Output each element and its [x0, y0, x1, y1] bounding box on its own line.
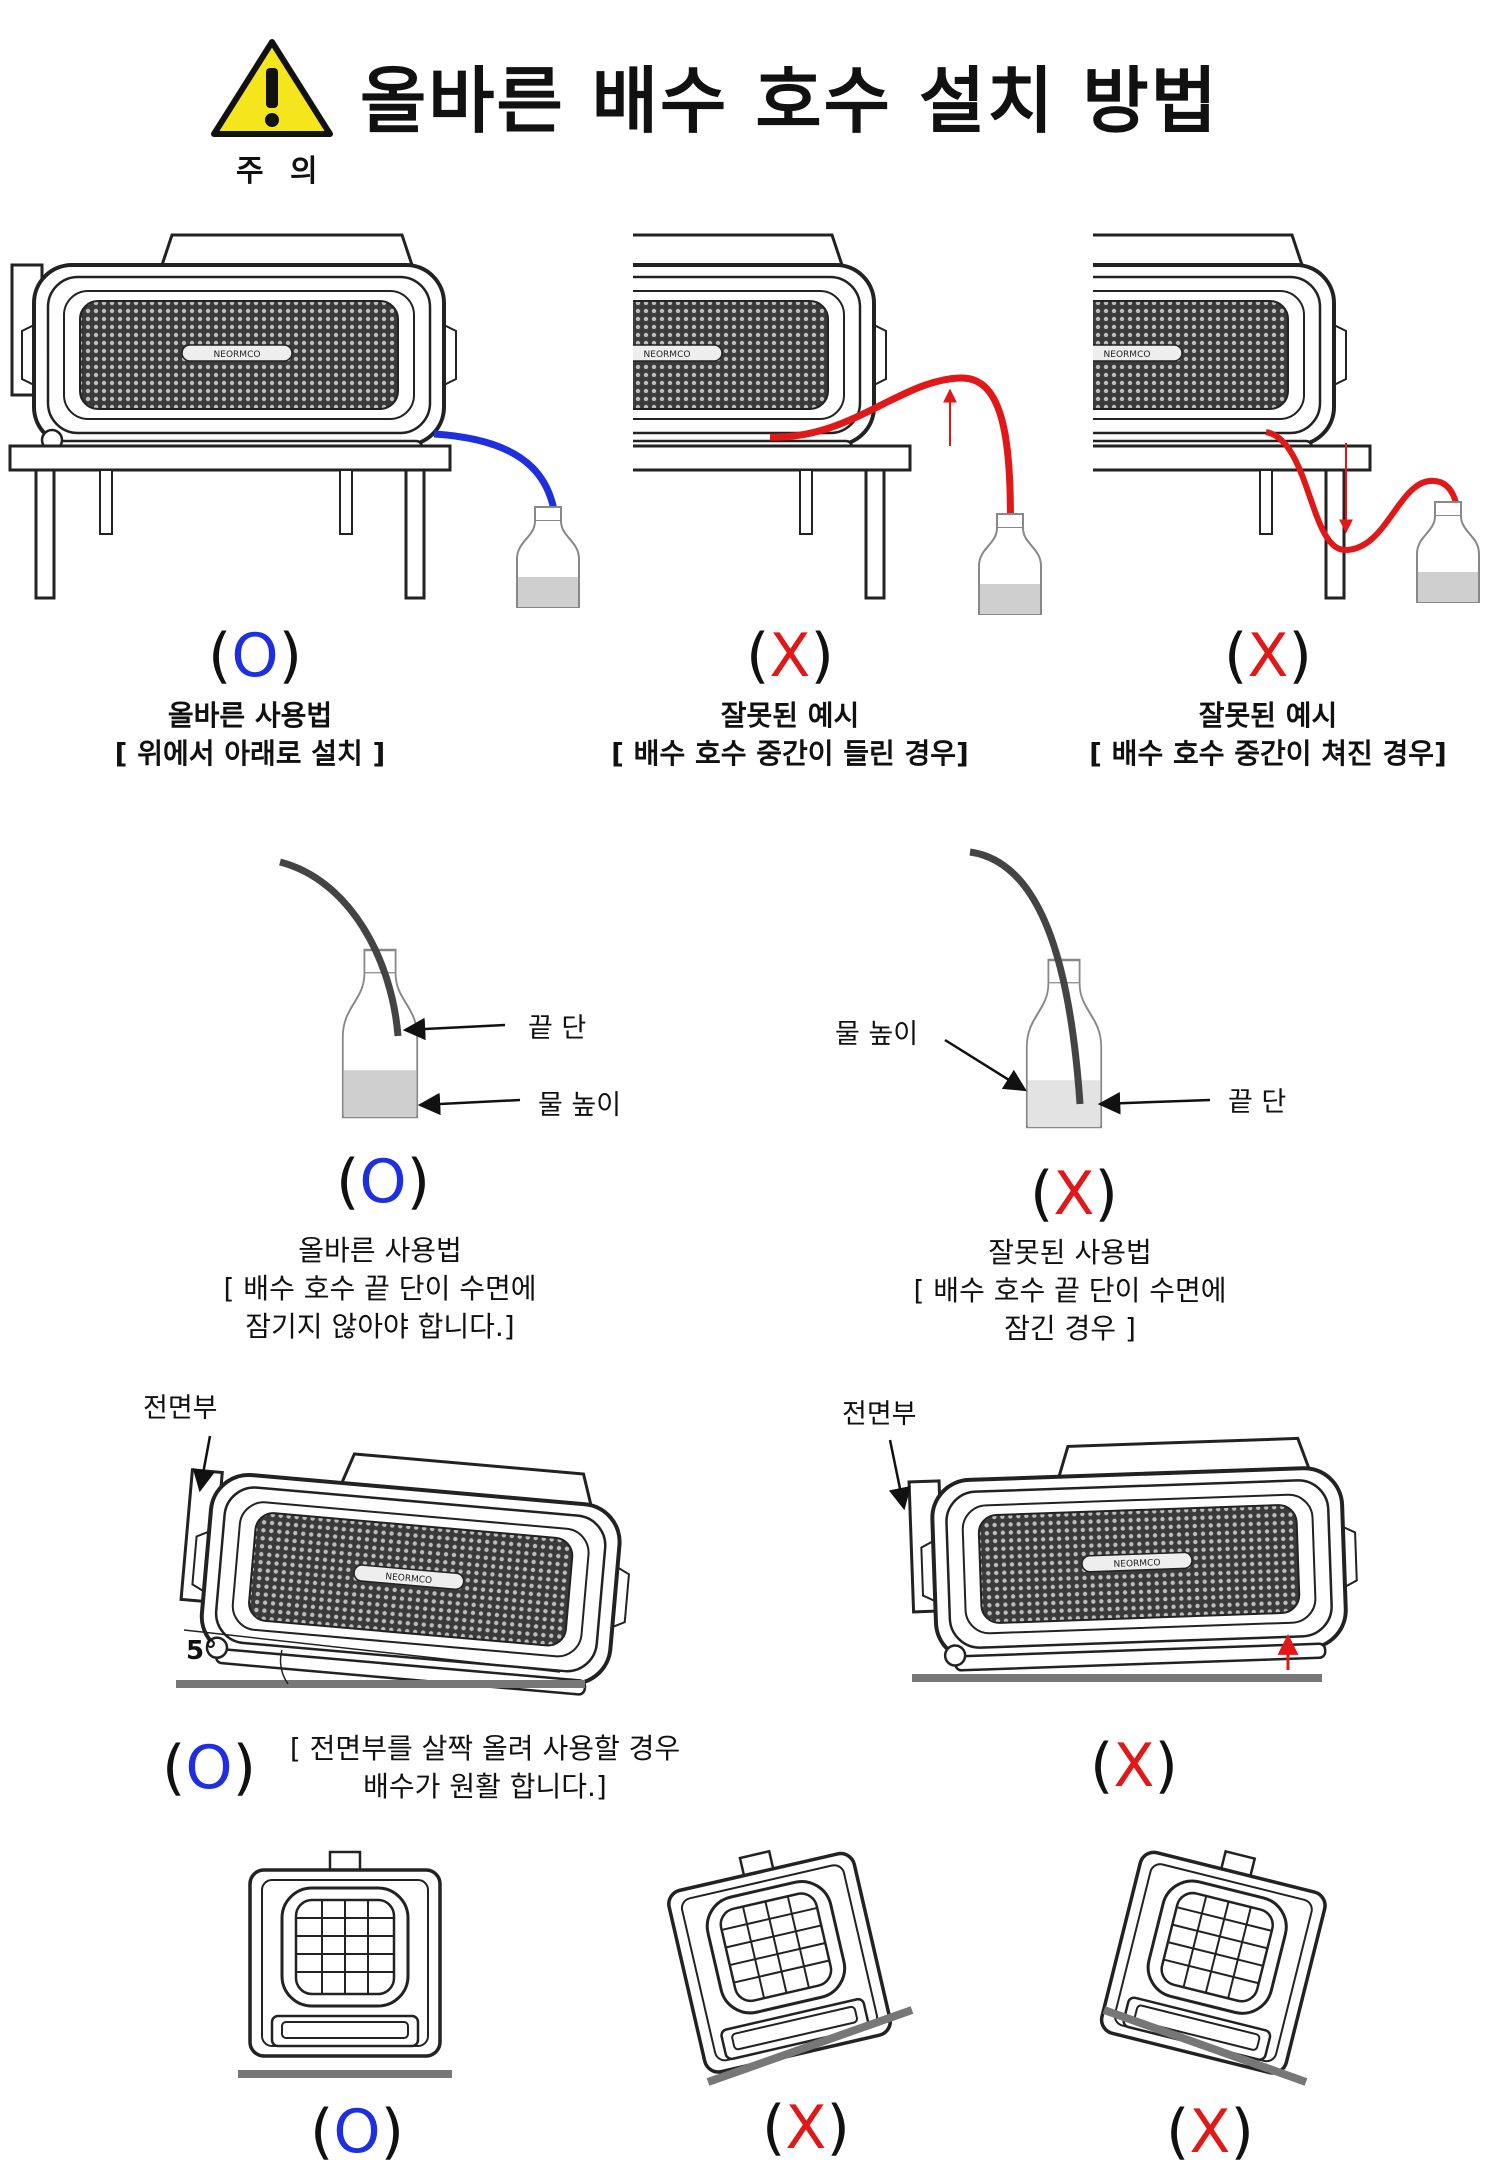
unit-flat-wrong	[888, 1437, 1359, 1682]
mark-bottle-correct: (O)	[336, 1147, 431, 1217]
caption-wrong-sagging: 잘못된 예시[ 배수 호수 중간이 쳐진 경우]	[1089, 699, 1447, 770]
label-front-right: 전면부	[842, 1399, 917, 1430]
panel-raised-hose	[633, 233, 1042, 615]
mark-level-correct: (O)	[310, 2097, 405, 2167]
mark-tilt-wrong: (X)	[1090, 1731, 1178, 1801]
caption-correct: 올바른 사용법[ 위에서 아래로 설치 ]	[114, 699, 386, 770]
mark-tilt-correct: (O)	[162, 1733, 257, 1803]
mark-wrong-sagging: (X)	[1224, 621, 1312, 691]
label-end-right: 끝 단	[1228, 1087, 1287, 1118]
caption-wrong-raised: 잘못된 예시[ 배수 호수 중간이 들린 경우]	[611, 699, 969, 770]
label-front-left: 전면부	[143, 1393, 218, 1424]
bottle-correct-diagram	[279, 858, 521, 1119]
label-angle: 5°	[186, 1636, 218, 1666]
label-end-left: 끝 단	[528, 1013, 587, 1044]
page-title: 올바른 배수 호수 설치 방법	[360, 59, 1219, 143]
mark-wrong-raised: (X)	[746, 621, 834, 691]
mark-tilt-right-wrong: (X)	[762, 2093, 850, 2163]
warning-triangle-icon	[211, 39, 333, 137]
unit-tilted-correct	[173, 1435, 640, 1700]
front-view-tilt-left	[1096, 1830, 1335, 2086]
front-view-level	[238, 1850, 452, 2078]
front-view-tilt-right	[660, 1831, 914, 2086]
mark-correct: (O)	[208, 621, 303, 691]
warning-label: 주 의	[236, 154, 326, 189]
mark-tilt-left-wrong: (X)	[1166, 2097, 1254, 2167]
label-water-left: 물 높이	[538, 1090, 622, 1121]
panel-sagging-hose	[1093, 233, 1480, 603]
label-water-right: 물 높이	[835, 1019, 919, 1050]
bottle-wrong-diagram	[944, 848, 1211, 1129]
mark-bottle-wrong: (X)	[1030, 1159, 1118, 1229]
panel-correct-hose	[8, 233, 580, 608]
